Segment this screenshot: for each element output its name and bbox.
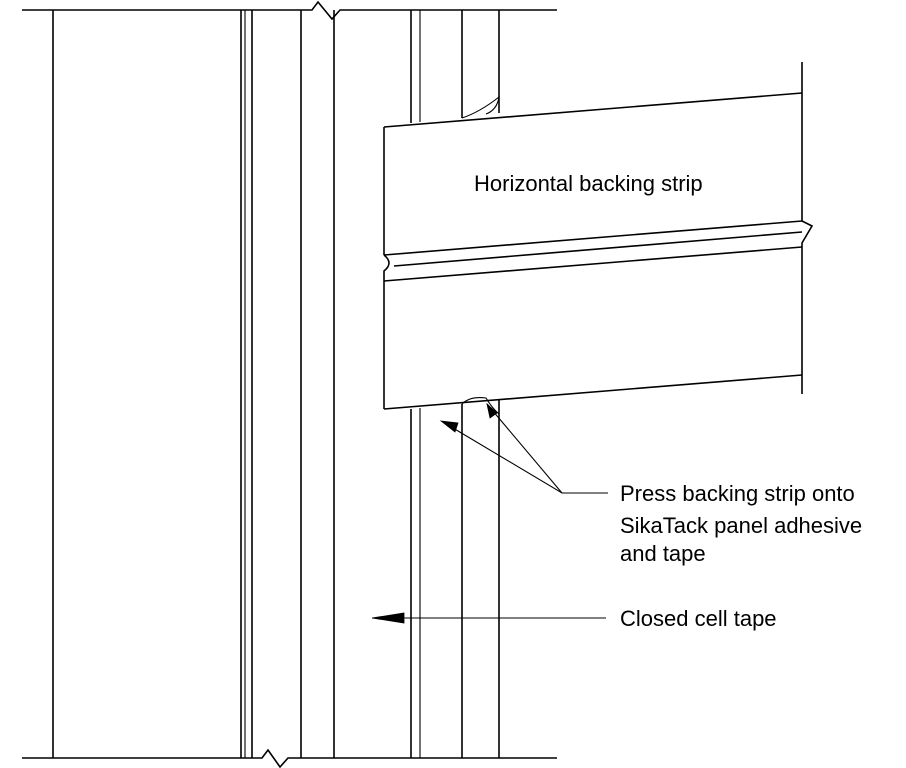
strip-right-break-line — [801, 62, 814, 394]
adhesive-bead-bottom — [461, 397, 500, 415]
press-label-line3: and tape — [620, 541, 706, 566]
framing-vertical-lines — [410, 10, 500, 758]
backing-strip-upper — [383, 92, 803, 256]
backing-strip-joint — [383, 231, 803, 282]
press-label-line2: SikaTack panel adhesive — [620, 513, 862, 538]
press-label-line1: Press backing strip onto — [620, 481, 855, 506]
bottom-break-line — [22, 748, 557, 768]
strip-label: Horizontal backing strip — [474, 171, 703, 196]
tape-leader — [371, 612, 606, 624]
top-break-line — [22, 0, 557, 21]
adhesive-bead-top — [461, 95, 500, 119]
backing-strip-lower — [383, 281, 803, 410]
press-leader — [439, 402, 608, 494]
panel-vertical-lines — [52, 10, 335, 758]
tape-label: Closed cell tape — [620, 606, 777, 631]
